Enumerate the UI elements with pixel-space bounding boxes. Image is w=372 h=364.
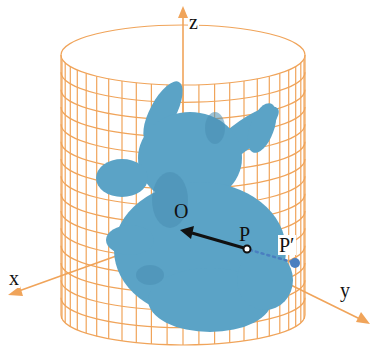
point-label: O	[174, 201, 188, 221]
bunny-shading	[136, 112, 225, 285]
grid-line	[303, 59, 304, 319]
bunny-model	[96, 76, 293, 332]
grid-line	[77, 70, 78, 330]
axis-label: y	[339, 280, 351, 300]
point-label: P	[239, 224, 250, 244]
grid-line	[121, 81, 122, 341]
surface-point	[244, 246, 251, 253]
grid-line	[96, 76, 97, 336]
axis-label: x	[8, 268, 20, 288]
axis-label: z	[188, 12, 199, 32]
grid-line	[300, 63, 301, 323]
vector-arrow	[192, 233, 244, 248]
grid-line	[70, 67, 71, 327]
grid-line	[108, 79, 109, 339]
vector-arrowhead	[180, 226, 194, 239]
point-label: P′	[278, 235, 296, 255]
projected-point	[290, 258, 300, 268]
grid-line	[65, 63, 66, 323]
grid-line	[86, 73, 87, 333]
